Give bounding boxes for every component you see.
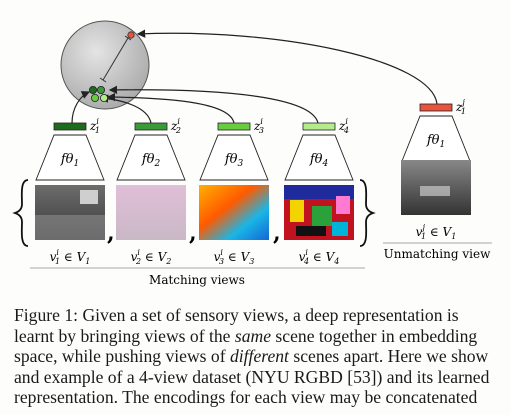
- caption-line-3: space, while pushing views of different …: [14, 346, 506, 367]
- caption-line-5: representation. The encodings for each v…: [14, 387, 478, 407]
- encoder-2-network-label: fθ2: [141, 152, 161, 169]
- hha-view-image: [199, 185, 269, 240]
- encoder-4-network-trapezoid: [284, 134, 354, 181]
- caption-line-1: Figure 1: Given a set of sensory views, …: [14, 305, 506, 326]
- encoder-1-network-trapezoid: [35, 134, 105, 181]
- comma-2: ,: [189, 220, 197, 246]
- encoder-2-code-bar: [134, 122, 168, 131]
- right-brace: [359, 179, 376, 247]
- encoder-1-network-label: fθ1: [60, 152, 79, 169]
- caption-prefix: Figure 1:: [14, 305, 79, 325]
- caption-line-4: and example of a 4-view dataset (NYU RGB…: [14, 366, 490, 387]
- encoder-2-network-trapezoid: [116, 134, 186, 181]
- unmatching-network-label: fθ1: [426, 133, 445, 150]
- comma-1: ,: [107, 220, 115, 246]
- repulsion-tick-b: [99, 77, 107, 83]
- encoder-4-network-label: fθ4: [309, 152, 329, 169]
- embedding-point-unmatching: [127, 31, 135, 39]
- unmatching-view-table: [420, 186, 450, 196]
- embedding-point-2: [97, 86, 106, 95]
- left-brace: [12, 179, 29, 247]
- repulsion-line: [102, 37, 129, 81]
- caption-line-2: learnt by bringing views of the same sce…: [14, 326, 506, 347]
- embedding-point-3: [91, 94, 100, 103]
- caption-line-1-text: Given a set of sensory views, a deep rep…: [82, 305, 459, 325]
- encoder-3-network-trapezoid: [199, 134, 269, 181]
- arrow-z1j: [136, 29, 438, 105]
- rgb-view-window: [80, 190, 98, 204]
- embedding-point-4: [100, 94, 109, 103]
- encoder-3-network-label: fθ3: [224, 152, 244, 169]
- encoder-4-code-bar: [302, 122, 336, 131]
- caption-emphasis-different: different: [229, 346, 289, 366]
- embedding-point-1: [89, 86, 98, 95]
- matching-views-caption: Matching views: [149, 273, 245, 287]
- caption-emphasis-same: same: [234, 325, 272, 346]
- figure-caption: Figure 1: Given a set of sensory views, …: [14, 305, 506, 408]
- embedding-sphere: [60, 20, 150, 110]
- unmatching-code-bar: [419, 103, 453, 112]
- encoder-1-code-bar: [53, 122, 87, 131]
- unmatching-view-caption: Unmatching view: [384, 247, 491, 261]
- arrow-z1: [71, 91, 91, 124]
- depth-view-image: [116, 185, 186, 240]
- caption-line-3-a: space, while pushing views of: [14, 346, 230, 366]
- comma-3: ,: [273, 220, 281, 246]
- repulsion-tick-a: [124, 35, 132, 41]
- encoder-3-code-bar: [217, 122, 251, 131]
- caption-line-2-a: learnt by bringing views of the: [14, 325, 235, 346]
- caption-line-3-c: scenes apart. Here we show: [288, 346, 489, 366]
- caption-line-2-c: scene together in embedding: [271, 325, 478, 346]
- rgb-view-floor: [35, 215, 105, 240]
- arrow-z3: [106, 92, 235, 124]
- segmentation-view-image: [284, 185, 354, 240]
- arrow-z4: [108, 85, 319, 124]
